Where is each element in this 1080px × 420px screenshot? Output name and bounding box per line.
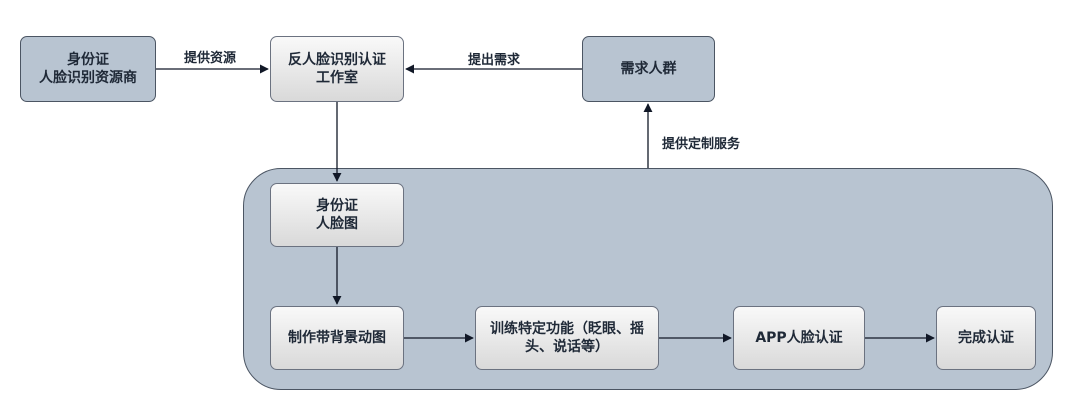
edge-label-raise-demand: 提出需求 — [468, 53, 521, 68]
node-make-animated-image: 制作带背景动图 — [270, 306, 404, 370]
node-anti-face-studio: 反人脸识别认证 工作室 — [270, 36, 404, 102]
node-id-face-image: 身份证 人脸图 — [270, 183, 404, 247]
node-demand-group: 需求人群 — [582, 36, 715, 102]
edge-label-provide-resources: 提供资源 — [184, 51, 237, 66]
node-app-face-auth: APP人脸认证 — [733, 306, 865, 370]
node-train-functions: 训练特定功能（眨眼、摇 头、说话等） — [475, 306, 659, 370]
node-complete-auth: 完成认证 — [936, 306, 1036, 370]
node-id-face-provider: 身份证 人脸识别资源商 — [20, 36, 156, 102]
edge-label-provide-custom-service: 提供定制服务 — [662, 137, 741, 152]
